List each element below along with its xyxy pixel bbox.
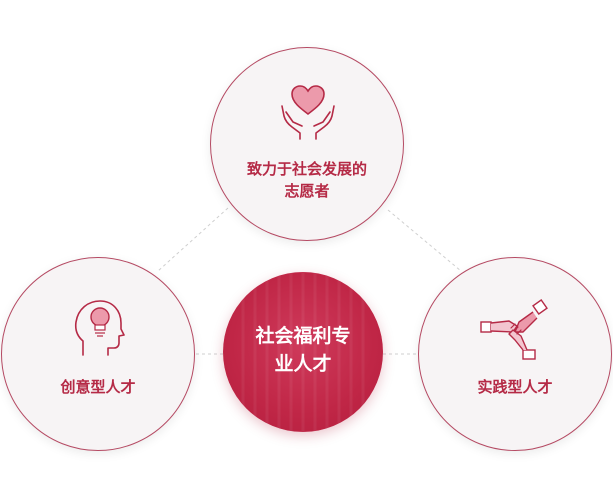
node-creative: 创意型人才 (1, 257, 195, 451)
connector-top-left (157, 207, 229, 272)
node-volunteer: 致力于社会发展的 志愿者 (210, 47, 404, 241)
stacked-hands-icon (480, 299, 548, 360)
heart-hands-icon (281, 85, 335, 140)
connector-top-right (387, 209, 462, 272)
center-texture (241, 272, 365, 432)
center-title: 社会福利专 业人才 (255, 325, 351, 375)
node-creative-label: 创意型人才 (60, 378, 136, 396)
node-volunteer-label: 致力于社会发展的 志愿者 (246, 160, 367, 200)
node-center: 社会福利专 业人才 (223, 272, 383, 432)
node-practical: 实践型人才 (418, 257, 612, 451)
head-lightbulb-icon (74, 300, 125, 356)
node-practical-label: 实践型人才 (477, 378, 553, 396)
